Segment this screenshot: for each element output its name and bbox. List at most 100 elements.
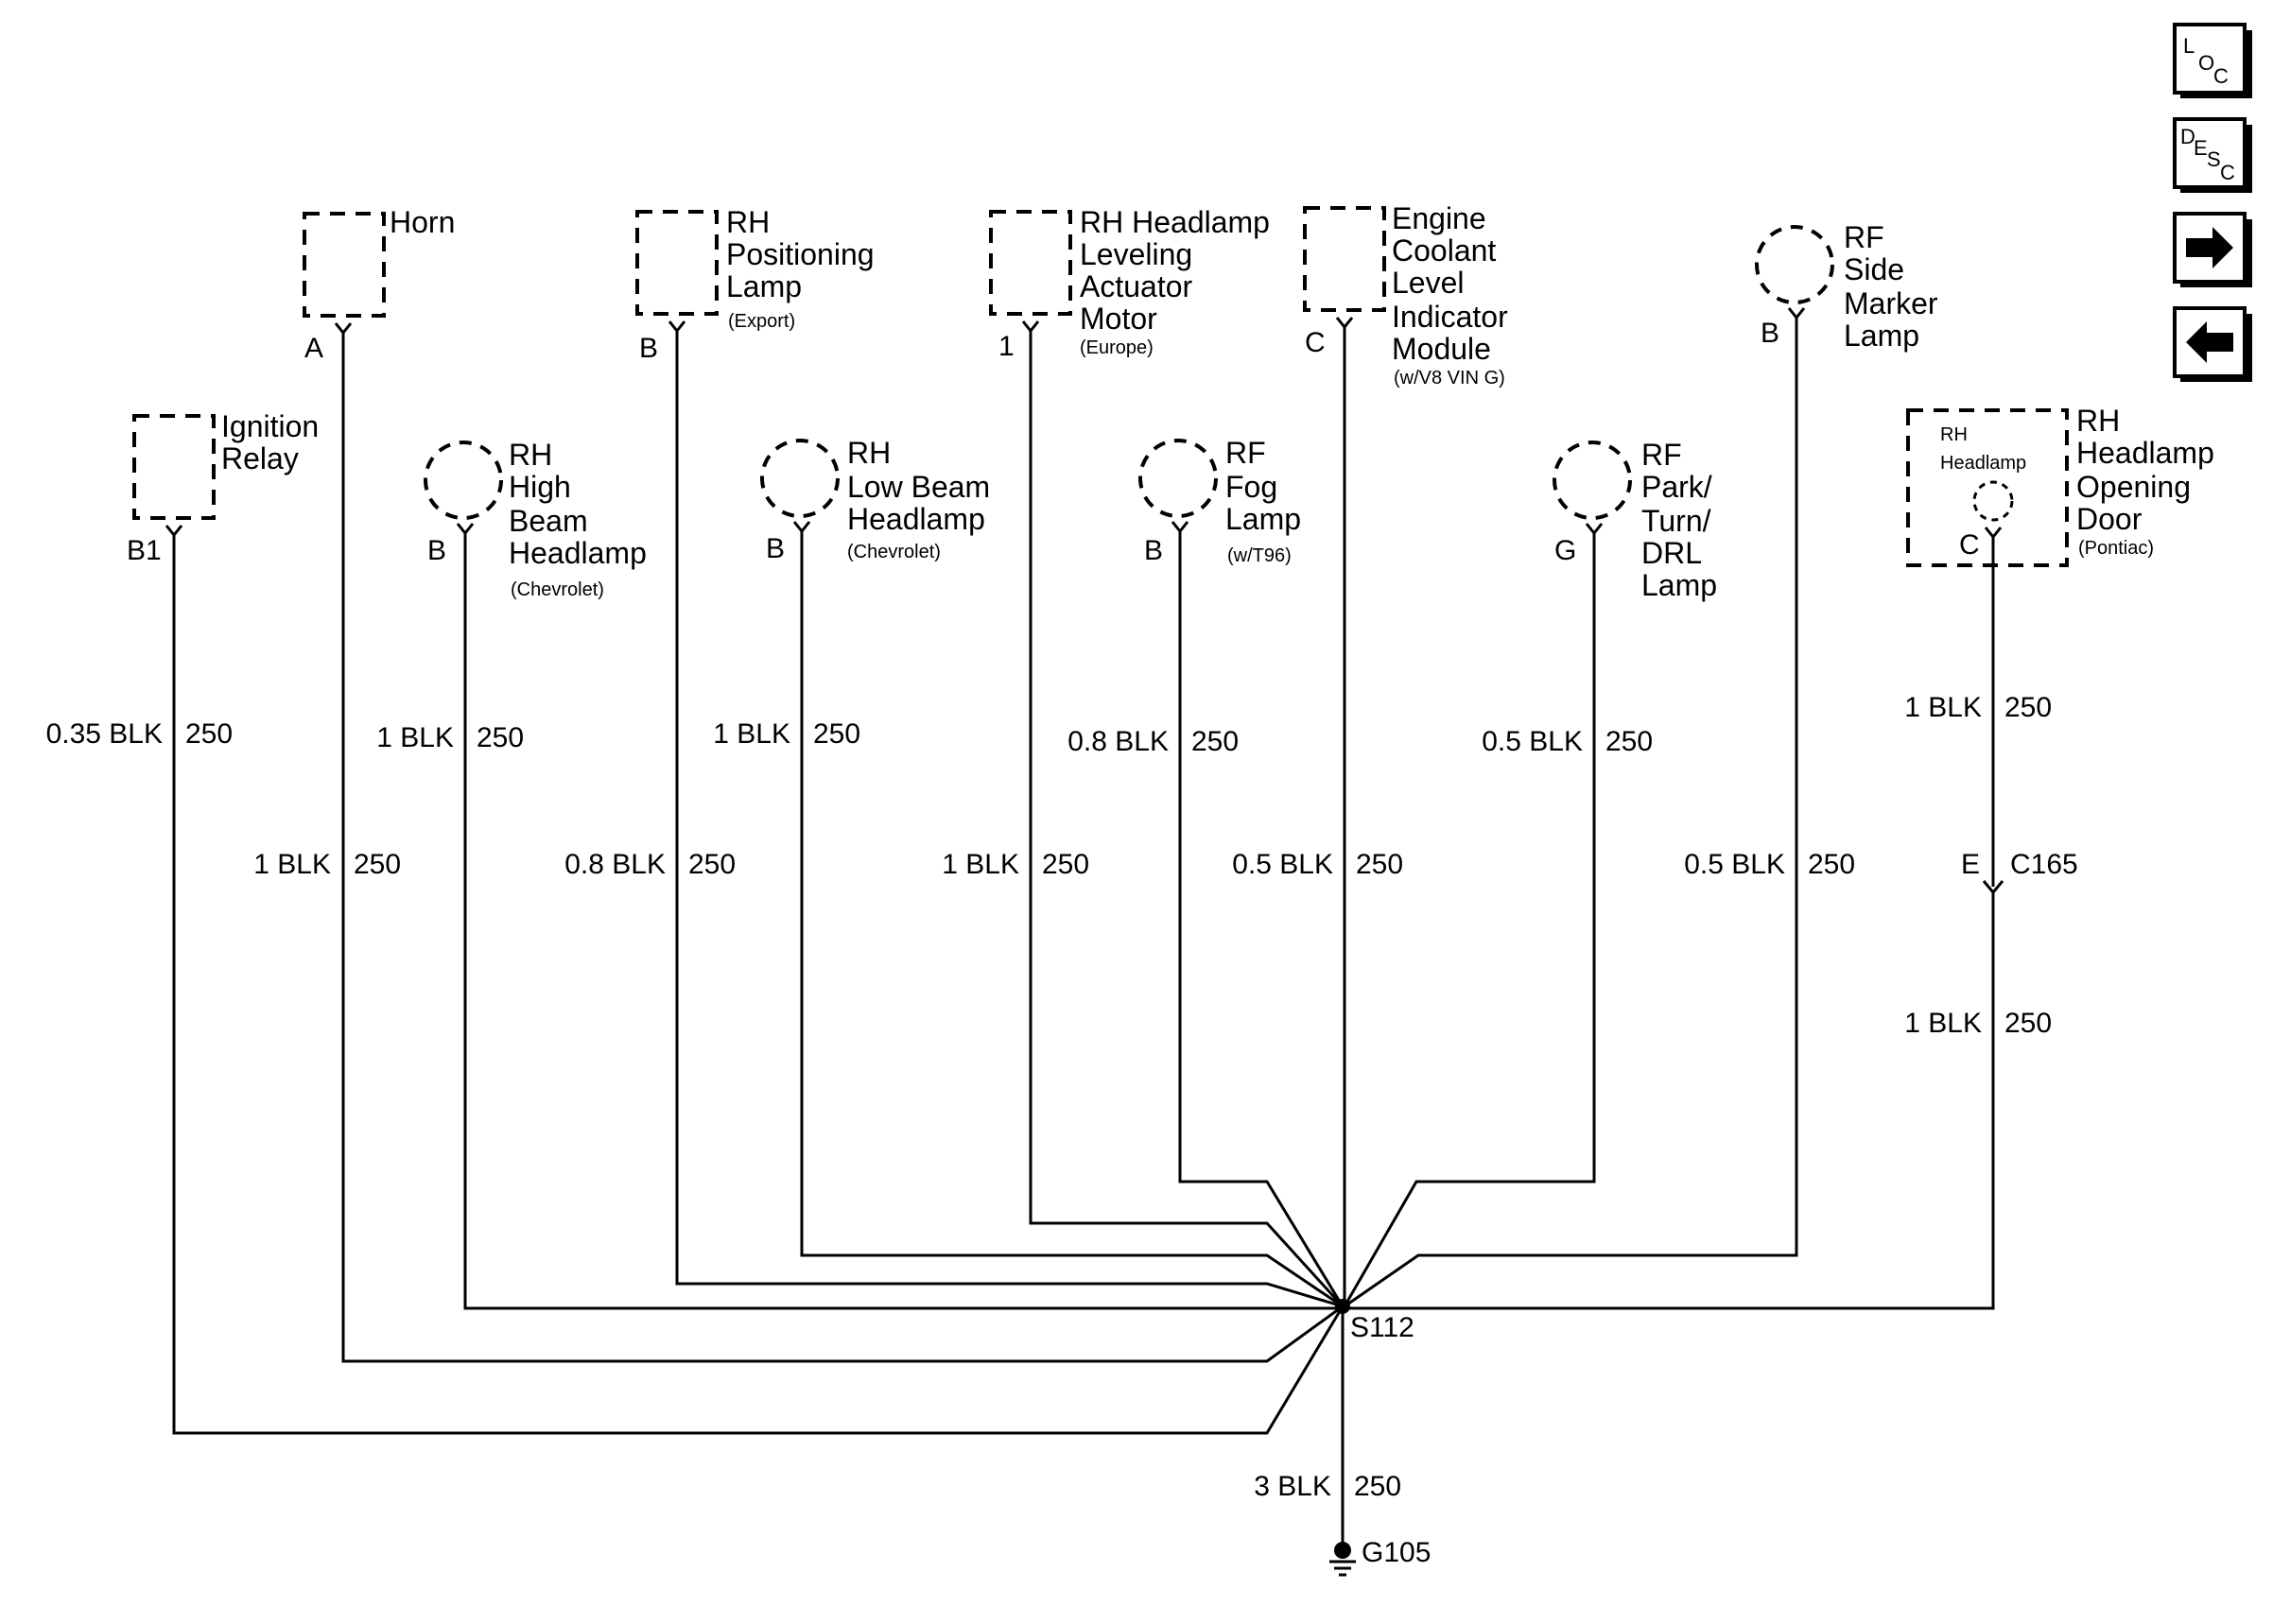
wire-rh-leveling [1029,342,1345,1308]
label-leveling-gauge: 1 BLK [942,849,1019,880]
prev-button[interactable] [2173,306,2252,382]
svg-text:(Pontiac): (Pontiac) [2078,538,2154,559]
label-coolant-gauge: 0.5 BLK [1232,849,1333,880]
label-fog-circuit: 250 [1191,726,1239,757]
svg-text:B: B [766,533,785,564]
svg-text:Lamp: Lamp [726,269,802,303]
svg-text:RF: RF [1641,438,1682,472]
svg-text:Door: Door [2076,502,2143,536]
label-connector-c165: C165 [2010,849,2078,880]
svg-text:G105: G105 [1362,1537,1431,1568]
wire-rh-high-beam [463,544,1343,1310]
label-horn-circuit: 250 [354,849,401,880]
label-horn-gauge: 1 BLK [253,849,331,880]
label-door-bottom-gauge: 1 BLK [1904,1008,1982,1039]
svg-text:1: 1 [998,331,1015,362]
desc-letter-d: D [2180,125,2195,148]
svg-text:B1: B1 [127,535,162,566]
svg-text:C: C [1959,529,1980,561]
svg-text:Motor: Motor [1080,302,1157,336]
svg-text:Low Beam: Low Beam [847,470,990,504]
svg-text:Actuator: Actuator [1080,269,1193,303]
svg-text:G: G [1554,535,1576,566]
svg-text:(Chevrolet): (Chevrolet) [511,579,604,600]
wire-ignition-relay [172,546,1345,1435]
svg-text:B: B [427,535,446,566]
rf-fog-lamp: RF Fog Lamp (w/T96) B [1138,436,1301,566]
svg-text:Headlamp: Headlamp [847,502,985,536]
svg-text:Lamp: Lamp [1641,568,1717,602]
svg-text:RH: RH [1940,424,1968,445]
label-door-top-gauge: 1 BLK [1904,692,1982,723]
horn: Horn A [303,205,455,364]
label-low-beam-circuit: 250 [813,718,860,750]
wire-labels: 0.35 BLK 250 1 BLK 250 1 BLK 250 0.8 BLK… [46,692,2078,1502]
splice-s112: S112 [1335,1299,1414,1343]
svg-text:Relay: Relay [221,441,299,475]
next-button[interactable] [2173,212,2252,287]
label-ground-gauge: 3 BLK [1254,1471,1331,1502]
engine-coolant-level-indicator-module: Engine Coolant Level Indicator Module (w… [1303,201,1508,389]
svg-text:(w/T96): (w/T96) [1227,545,1292,566]
svg-text:Level: Level [1392,266,1465,300]
svg-text:(Export): (Export) [728,311,795,332]
svg-text:C: C [1305,327,1326,358]
svg-text:Fog: Fog [1225,470,1277,504]
wire-rh-positioning [675,342,1344,1308]
rh-headlamp-opening-door: RH Headlamp C RH Headlamp Opening Door (… [1906,404,2214,567]
svg-text:Leveling: Leveling [1080,237,1192,271]
label-coolant-circuit: 250 [1356,849,1403,880]
rh-headlamp-leveling-actuator-motor: RH Headlamp Leveling Actuator Motor (Eur… [989,205,1270,362]
loc-letter-c: C [2213,64,2229,88]
svg-text:RH: RH [847,436,891,470]
wire-horn [341,344,1344,1363]
svg-text:Side: Side [1844,252,1904,286]
ignition-relay: Ignition Relay B1 [127,409,319,566]
svg-text:B: B [639,333,658,364]
wire-rf-side-marker [1344,329,1798,1308]
wire-rh-opening-door-bottom [1345,892,1995,1310]
svg-text:Turn/: Turn/ [1641,504,1711,538]
svg-text:Headlamp: Headlamp [509,536,647,570]
svg-text:A: A [304,333,323,364]
rf-side-marker-lamp: RF Side Marker Lamp B [1755,220,1938,353]
label-park-circuit: 250 [1605,726,1653,757]
label-fog-gauge: 0.8 BLK [1067,726,1169,757]
wire-rf-park [1343,544,1596,1307]
svg-text:Opening: Opening [2076,470,2191,504]
svg-text:S112: S112 [1350,1312,1414,1343]
svg-text:RF: RF [1844,220,1884,254]
label-door-bottom-circuit: 250 [2004,1008,2052,1039]
svg-text:Engine: Engine [1392,201,1486,235]
svg-text:Ignition: Ignition [221,409,319,443]
desc-button[interactable]: D E S C [2173,117,2252,193]
svg-text:Lamp: Lamp [1844,319,1919,353]
wire-rf-fog [1178,543,1345,1307]
label-ground-circuit: 250 [1354,1471,1401,1502]
label-low-beam-gauge: 1 BLK [713,718,790,750]
label-side-marker-gauge: 0.5 BLK [1684,849,1785,880]
rh-positioning-lamp: RH Positioning Lamp (Export) B [635,205,875,364]
svg-text:Positioning: Positioning [726,237,875,271]
loc-button[interactable]: L O C [2173,23,2252,98]
arrow-left-icon [2186,321,2233,363]
svg-text:DRL: DRL [1641,536,1702,570]
svg-text:Headlamp: Headlamp [2076,436,2214,470]
svg-text:Marker: Marker [1844,286,1938,320]
ground-g105: G105 [1329,1537,1431,1577]
loc-letter-l: L [2183,34,2195,58]
label-positioning-circuit: 250 [688,849,736,880]
label-positioning-gauge: 0.8 BLK [564,849,666,880]
svg-text:Lamp: Lamp [1225,502,1301,536]
svg-text:RH: RH [509,438,552,472]
svg-text:(Chevrolet): (Chevrolet) [847,542,941,562]
svg-text:B: B [1761,318,1779,349]
desc-letter-c: C [2220,161,2235,184]
label-high-beam-circuit: 250 [477,722,524,753]
label-side-marker-circuit: 250 [1808,849,1855,880]
svg-text:B: B [1144,535,1163,566]
desc-letter-s: S [2207,147,2221,171]
svg-text:Beam: Beam [509,504,588,538]
svg-text:Horn: Horn [390,205,455,239]
